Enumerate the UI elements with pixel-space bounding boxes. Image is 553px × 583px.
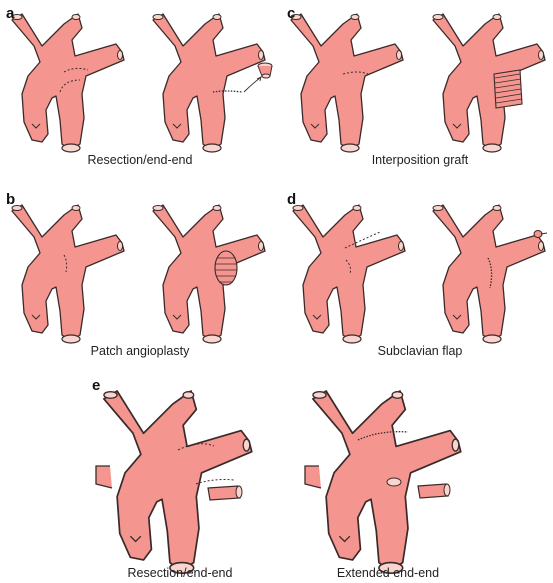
panel-c-after: [432, 13, 546, 153]
panel-c-before: [290, 13, 404, 153]
caption-e-left: Resection/end-end: [127, 566, 233, 580]
panel-b-before: [11, 204, 125, 344]
panel-d-after: [432, 204, 546, 344]
panel-e-before: [95, 390, 253, 575]
panel-b-after: [152, 204, 266, 344]
ligated-subclavian-icon: [533, 230, 548, 238]
panel-letter-c: c: [287, 5, 296, 22]
caption-d: Subclavian flap: [377, 344, 463, 358]
patch-icon: [214, 250, 238, 286]
panel-e-after: [304, 390, 462, 575]
panel-letter-b: b: [6, 191, 16, 208]
panel-a-before: [11, 13, 125, 153]
panel-d-before: [292, 204, 406, 344]
caption-b: Patch angioplasty: [90, 344, 190, 358]
caption-c: Interposition graft: [371, 153, 469, 167]
excised-segment-icon: [257, 62, 273, 79]
caption-e-right: Extended end-end: [336, 566, 440, 580]
panel-letter-a: a: [6, 5, 15, 22]
panel-letter-d: d: [287, 191, 297, 208]
tube-graft-icon: [493, 69, 523, 109]
panel-letter-e: e: [92, 377, 101, 394]
caption-a: Resection/end-end: [87, 153, 193, 167]
panel-a-after: [152, 13, 266, 153]
